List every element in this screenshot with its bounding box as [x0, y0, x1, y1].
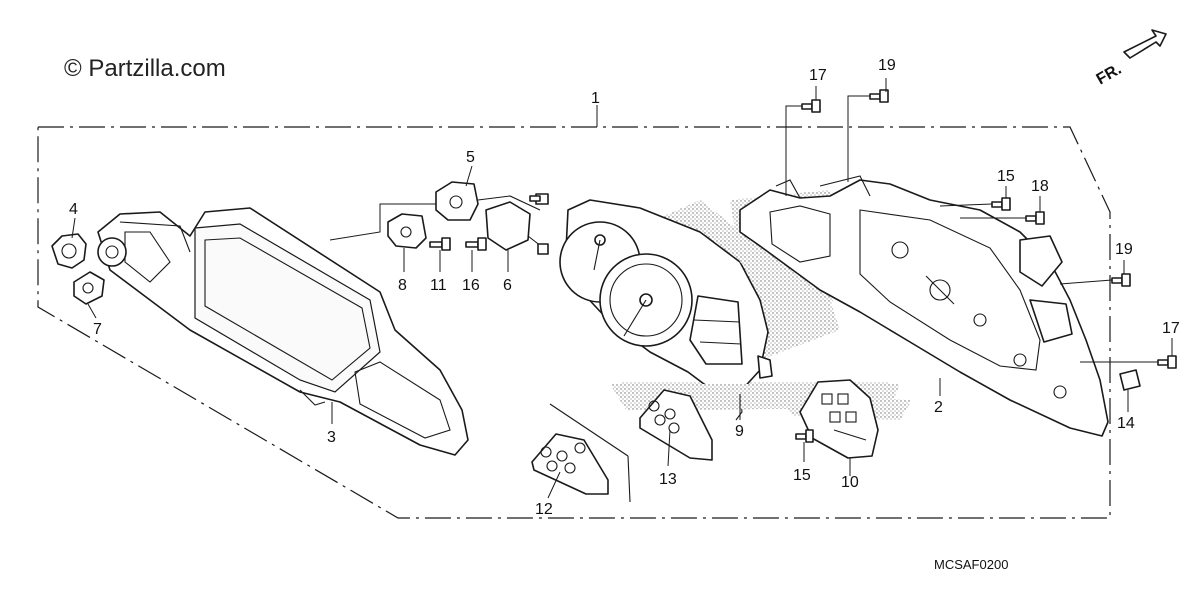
part-19-screw-right — [1111, 273, 1131, 287]
part-19-screw-top — [869, 89, 889, 103]
callout-15-upper: 15 — [997, 168, 1015, 185]
diagram-code: MCSAF0200 — [934, 557, 1008, 572]
callout-18: 18 — [1031, 178, 1049, 195]
part-6-harness — [477, 193, 549, 255]
front-direction-label: FR. — [1094, 61, 1125, 89]
part-8-switch-body — [387, 213, 427, 249]
part-10-circuit-board — [780, 379, 912, 459]
callout-17-right: 17 — [1162, 320, 1180, 337]
callout-16: 16 — [462, 277, 480, 294]
part-2-rear-case — [730, 175, 1109, 437]
part-17-screw-top — [801, 99, 821, 113]
callout-5: 5 — [466, 149, 475, 166]
part-3-meter-cover — [97, 207, 469, 456]
part-14-clip — [1119, 369, 1141, 391]
part-17-screw-right — [1157, 355, 1177, 369]
callout-3: 3 — [327, 429, 336, 446]
callout-4: 4 — [69, 201, 78, 218]
front-direction-arrow: FR. — [1094, 29, 1167, 89]
part-7-grommet — [73, 271, 105, 305]
part-4-knob — [51, 233, 87, 269]
callout-2: 2 — [934, 399, 943, 416]
leader-wire-5 — [329, 203, 436, 241]
assembly-frame — [37, 126, 1111, 519]
callout-6: 6 — [503, 277, 512, 294]
part-18-screw — [1025, 211, 1045, 225]
part-12-decal-panel — [531, 403, 631, 503]
callout-12: 12 — [535, 501, 553, 518]
callout-labels: 1 2 3 4 5 6 7 8 9 10 11 12 13 14 15 15 1… — [69, 57, 1180, 518]
callout-1: 1 — [591, 90, 600, 107]
part-16-screw — [465, 237, 487, 251]
callout-13: 13 — [659, 471, 677, 488]
callout-19-right: 19 — [1115, 241, 1133, 258]
part-5-switch — [435, 181, 479, 221]
callout-7: 7 — [93, 321, 102, 338]
callout-15-lower: 15 — [793, 467, 811, 484]
callout-14: 14 — [1117, 415, 1135, 432]
callout-9: 9 — [735, 423, 744, 440]
part-11-screw — [429, 237, 451, 251]
callout-17-top: 17 — [809, 67, 827, 84]
callout-10: 10 — [841, 474, 859, 491]
watermark-text: © Partzilla.com — [64, 55, 226, 82]
callout-19-top: 19 — [878, 57, 896, 74]
leader-lines — [71, 78, 1173, 499]
part-5-screw — [529, 195, 541, 202]
callout-11: 11 — [430, 277, 447, 294]
part-15-screw-lower — [795, 429, 814, 443]
part-15-screw-upper — [991, 197, 1011, 211]
callout-8: 8 — [398, 277, 407, 294]
